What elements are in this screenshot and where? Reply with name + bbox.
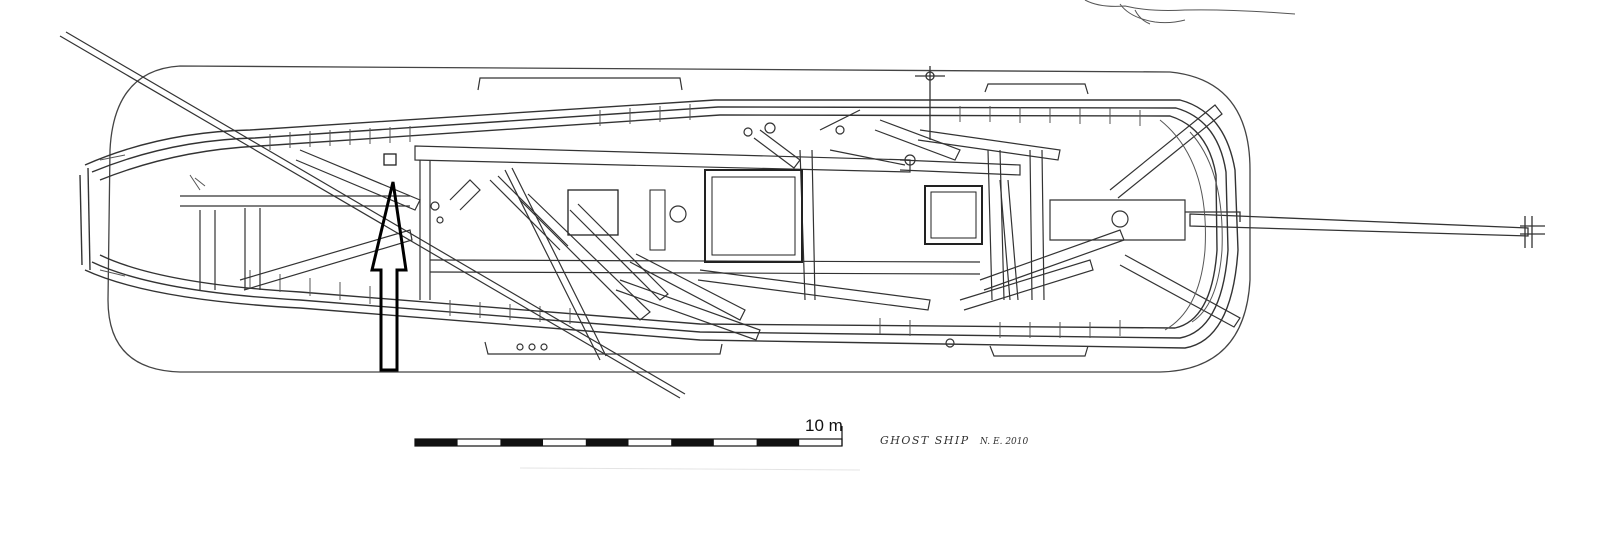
scale-bar-segment <box>457 439 501 446</box>
deck-timbers <box>180 145 1186 301</box>
marked-fitting <box>383 153 397 166</box>
scale-bar-segment <box>415 439 458 446</box>
wreckage-timbers <box>59 31 1241 399</box>
bow-details <box>99 119 1223 331</box>
drawing-title: GHOST SHIP <box>880 434 970 447</box>
bowsprit <box>1185 211 1545 248</box>
round-fittings <box>430 122 1129 351</box>
up-arrow-icon <box>370 181 408 372</box>
faint-strokes <box>519 467 861 471</box>
drawing-signature: N. E. 2010 <box>979 437 1028 447</box>
scale-bar-segment <box>799 439 842 446</box>
corner-sketch <box>1084 0 1296 25</box>
scale-bar-segment <box>628 439 672 446</box>
survey-outline <box>107 65 1251 373</box>
scale-bar-segment <box>713 439 757 446</box>
scale-bar-segment <box>756 439 800 446</box>
scale-bar-segment <box>585 439 629 446</box>
scale-bar: 10 m <box>414 416 843 447</box>
scale-bar-label: 10 m <box>805 416 843 435</box>
capstan <box>915 66 945 140</box>
scale-bar-segment <box>543 439 586 446</box>
hatches <box>567 169 983 263</box>
hull <box>79 99 1239 349</box>
scale-bar-segment <box>500 439 544 446</box>
frames <box>249 104 1141 338</box>
scale-bar-segment <box>671 439 714 446</box>
